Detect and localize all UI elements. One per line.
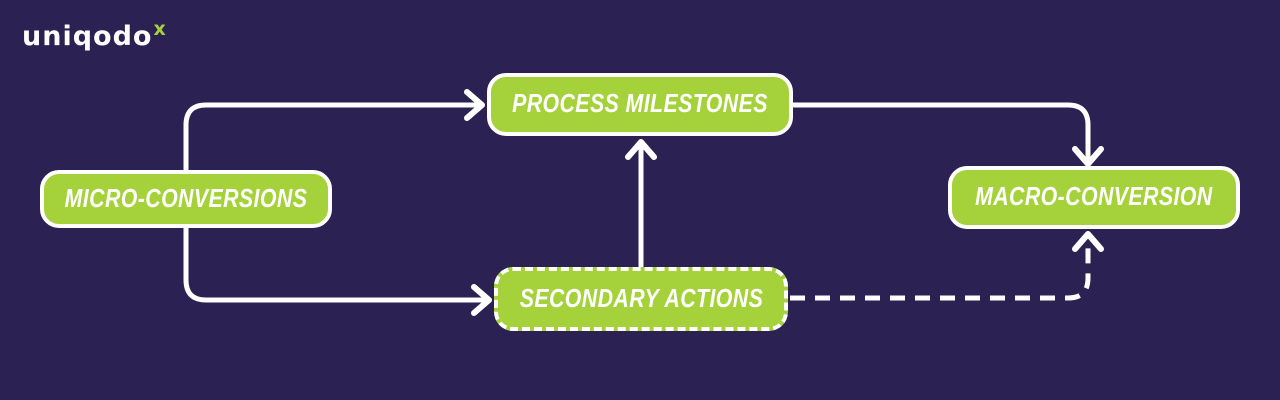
edge-secondary-to-process <box>625 139 657 269</box>
edge-micro-to-secondary <box>183 225 492 316</box>
arrowhead-up-icon <box>1072 231 1104 252</box>
node-label: SECONDARY ACTIONS <box>519 282 763 313</box>
node-label: MACRO-CONVERSION <box>975 181 1213 211</box>
arrowhead-right-icon <box>471 284 492 316</box>
edge-process-to-macro-line <box>791 102 1091 162</box>
edge-process-to-macro <box>791 102 1104 167</box>
edge-secondary-to-macro-line <box>790 244 1091 301</box>
node-label: PROCESS MILESTONES <box>512 88 768 118</box>
uniqodo-logo: uniqodo x <box>22 18 166 52</box>
node-macro-conversion: MACRO-CONVERSION <box>948 166 1240 229</box>
arrowhead-down-icon <box>1072 146 1104 167</box>
edge-micro-to-secondary-line <box>183 225 487 303</box>
node-process-milestones: PROCESS MILESTONES <box>487 73 793 136</box>
node-secondary-actions: SECONDARY ACTIONS <box>494 267 788 331</box>
logo-x-mark: x <box>153 18 166 40</box>
node-micro-conversions: MICRO-CONVERSIONS <box>40 170 332 228</box>
edge-micro-to-process <box>183 89 485 175</box>
arrowhead-up-icon <box>625 139 657 160</box>
edge-micro-to-process-line <box>183 102 480 175</box>
logo-wordmark: uniqodo <box>22 21 153 52</box>
edge-secondary-to-macro <box>790 231 1104 301</box>
arrowhead-right-icon <box>464 89 485 121</box>
node-label: MICRO-CONVERSIONS <box>64 182 308 213</box>
